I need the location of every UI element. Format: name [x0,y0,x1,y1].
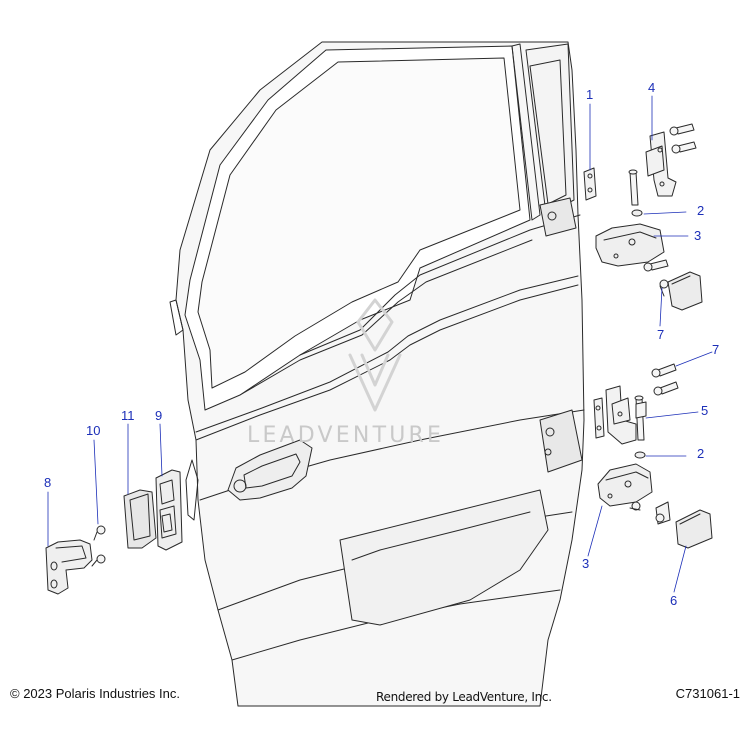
part-latch-9 [155,469,183,551]
rendered-by-credit: Rendered by LeadVenture, Inc. [376,690,552,704]
callout-2-lower: 2 [697,446,705,461]
watermark-logo [348,298,402,412]
part-striker-8 [45,539,93,595]
part-upper-bolts [628,123,697,206]
callout-1: 1 [586,87,594,102]
part-hinge-cover-upper [667,271,703,311]
part-screws-10 [91,525,106,567]
part-hinge-body-3-lower [597,463,653,507]
part-lower-hinge-bracket [593,397,605,439]
callout-8: 8 [44,475,52,490]
part-hinge-cover-6 [675,509,713,549]
callout-7-upper: 7 [657,327,665,342]
watermark-text: LEADVENTURE [247,423,445,448]
part-washer-2-lower [634,451,646,459]
part-lower-hinge-leaf-5 [605,385,637,445]
callout-10: 10 [86,423,101,438]
callout-6: 6 [670,593,678,608]
callout-3-lower: 3 [582,556,590,571]
part-lower-bolts [634,363,679,441]
callout-7-lower: 7 [712,342,720,357]
callout-3-upper: 3 [694,228,702,243]
part-hinge-body-3-upper [595,223,665,267]
callout-11: 11 [121,408,135,423]
door-panel [169,41,585,707]
drawing-number: C731061-1 [675,686,740,701]
leader-lines [47,95,713,593]
part-washer-2-upper [631,209,643,217]
part-latch-cover-11 [123,489,157,549]
copyright-notice: © 2023 Polaris Industries Inc. [10,686,180,701]
callout-2-upper: 2 [697,203,705,218]
part-bolts-7-upper [643,259,669,297]
callout-5: 5 [701,403,709,418]
part-upper-hinge-leaf-4 [645,131,677,197]
part-bolts-lower-front [629,501,671,525]
callout-9: 9 [155,408,163,423]
part-upper-hinge-bracket [583,167,597,201]
callout-4: 4 [648,80,656,95]
